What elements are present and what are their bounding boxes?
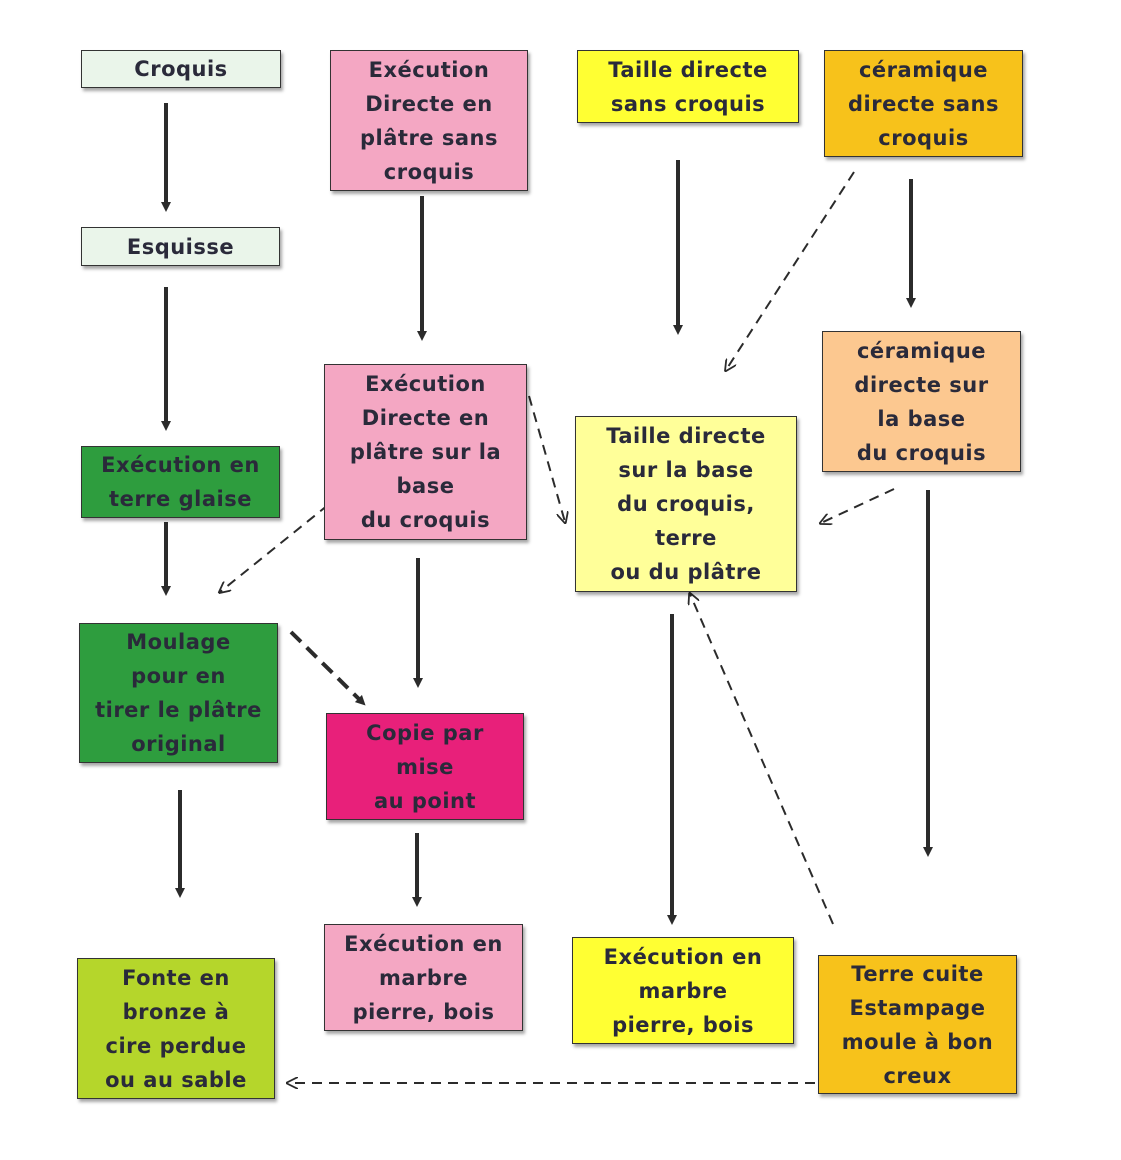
node-execution-platre-sans-croquis: Exécution Directe en plâtre sans croquis bbox=[330, 50, 528, 191]
edge-terre-cuite-to-taille-base-dashed bbox=[690, 594, 834, 925]
node-ceramique-base-croquis: céramique directe sur la base du croquis bbox=[822, 331, 1021, 472]
node-execution-platre-base-croquis-label: Exécution Directe en plâtre sur la base … bbox=[349, 372, 502, 532]
edge-platre-base-to-moulage-dashed bbox=[220, 504, 329, 592]
node-fonte-bronze-label: Fonte en bronze à cire perdue ou au sabl… bbox=[105, 965, 247, 1092]
node-ceramique-sans-croquis: céramique directe sans croquis bbox=[824, 50, 1023, 157]
node-terre-cuite-label: Terre cuite Estampage moule à bon creux bbox=[841, 961, 994, 1088]
node-copie-mise-au-point-label: Copie par mise au point bbox=[366, 720, 484, 813]
node-execution-platre-sans-croquis-label: Exécution Directe en plâtre sans croquis bbox=[360, 57, 498, 184]
node-execution-marbre-rose-label: Exécution en marbre pierre, bois bbox=[344, 931, 503, 1024]
node-taille-directe-base-croquis-label: Taille directe sur la base du croquis, t… bbox=[606, 424, 766, 584]
node-execution-terre-glaise: Exécution en terre glaise bbox=[81, 446, 280, 518]
node-esquisse: Esquisse bbox=[81, 227, 280, 266]
node-croquis: Croquis bbox=[81, 50, 281, 88]
node-taille-directe-base-croquis: Taille directe sur la base du croquis, t… bbox=[575, 416, 797, 592]
node-moulage-label: Moulage pour en tirer le plâtre original bbox=[95, 630, 262, 756]
node-fonte-bronze: Fonte en bronze à cire perdue ou au sabl… bbox=[77, 958, 275, 1099]
node-execution-marbre-rose: Exécution en marbre pierre, bois bbox=[324, 924, 523, 1031]
node-copie-mise-au-point: Copie par mise au point bbox=[326, 713, 524, 820]
node-taille-directe-sans-croquis: Taille directe sans croquis bbox=[577, 50, 799, 123]
node-execution-marbre-jaune-label: Exécution en marbre pierre, bois bbox=[603, 944, 763, 1037]
node-croquis-label: Croquis bbox=[134, 57, 228, 81]
node-ceramique-base-croquis-label: céramique directe sur la base du croquis bbox=[854, 338, 989, 465]
node-terre-cuite: Terre cuite Estampage moule à bon creux bbox=[818, 955, 1017, 1094]
edge-ceramique-base-to-taille-base-dashed bbox=[821, 488, 895, 523]
node-esquisse-label: Esquisse bbox=[126, 234, 235, 259]
edge-platre-base-to-taille-base-dashed bbox=[528, 395, 565, 522]
edge-moulage-to-copie-dashed bbox=[289, 630, 366, 706]
node-taille-directe-sans-croquis-label: Taille directe sans croquis bbox=[608, 57, 768, 116]
node-execution-platre-base-croquis: Exécution Directe en plâtre sur la base … bbox=[324, 364, 527, 540]
edge-ceramique-sans-to-taille-base-dashed bbox=[726, 171, 855, 370]
node-execution-marbre-jaune: Exécution en marbre pierre, bois bbox=[572, 937, 794, 1044]
node-execution-terre-glaise-label: Exécution en terre glaise bbox=[101, 453, 260, 511]
node-ceramique-sans-croquis-label: céramique directe sans croquis bbox=[848, 57, 999, 150]
node-moulage: Moulage pour en tirer le plâtre original bbox=[79, 623, 278, 763]
